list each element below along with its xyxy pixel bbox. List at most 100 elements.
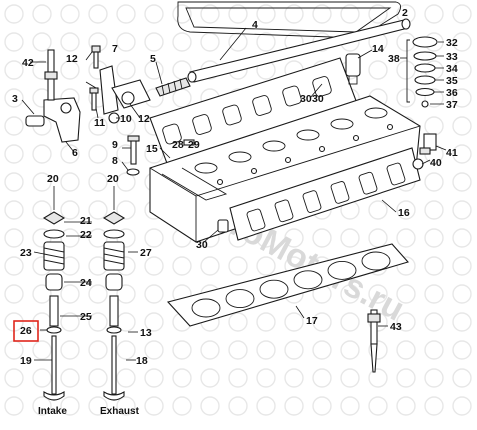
callout-36: 36	[446, 87, 458, 99]
watermark-mark	[32, 368, 52, 388]
watermark-mark	[452, 340, 472, 360]
watermark-mark	[4, 88, 24, 108]
injector-sleeve	[345, 53, 361, 85]
callout-6: 6	[72, 147, 78, 159]
callout-38: 38	[388, 53, 400, 65]
watermark-mark	[88, 144, 108, 164]
watermark-mark	[172, 368, 192, 388]
head-port	[364, 107, 388, 119]
watermark-mark	[396, 88, 416, 108]
head-gasket-bores	[191, 251, 391, 318]
watermark-mark	[284, 368, 304, 388]
watermark-mark	[4, 32, 24, 52]
watermark-mark	[172, 4, 192, 24]
exhaust-valve-assembly	[102, 211, 126, 401]
label-intake: Intake	[38, 406, 67, 417]
watermark-mark	[256, 32, 276, 52]
watermark-mark	[116, 340, 136, 360]
head-bolt-hole	[318, 145, 326, 153]
watermark-mark	[144, 368, 164, 388]
watermark-mark	[368, 200, 388, 220]
leader-lines	[21, 27, 447, 361]
watermark-mark	[452, 172, 472, 192]
watermark-mark	[452, 396, 472, 416]
watermark-mark	[424, 228, 444, 248]
watermark-mark	[60, 144, 80, 164]
watermark-mark	[144, 312, 164, 332]
watermark-mark	[396, 60, 416, 80]
watermark-mark	[32, 144, 52, 164]
watermark-mark	[60, 312, 80, 332]
watermark-mark	[424, 116, 444, 136]
head-port	[194, 162, 218, 174]
watermark-mark	[228, 312, 248, 332]
watermark-mark	[60, 4, 80, 24]
watermark-mark	[284, 340, 304, 360]
watermark-mark	[60, 284, 80, 304]
watermark-mark	[88, 200, 108, 220]
watermark-mark	[32, 284, 52, 304]
watermark-mark	[144, 4, 164, 24]
intake-port	[246, 208, 266, 232]
watermark-mark	[256, 4, 276, 24]
callout-30: 30	[196, 239, 208, 251]
callout-15: 15	[146, 143, 158, 155]
watermark-mark	[340, 396, 360, 416]
head-bolt-hole	[352, 134, 360, 142]
exhaust-port	[312, 76, 332, 97]
watermark-mark	[32, 396, 52, 416]
watermark-mark	[228, 340, 248, 360]
callout-10: 10	[120, 113, 132, 125]
callout-28: 28	[172, 139, 184, 151]
bracket-bolt	[91, 45, 101, 69]
head-bolt-hole	[216, 178, 224, 186]
watermark-mark	[284, 4, 304, 24]
watermark-mark	[340, 368, 360, 388]
watermark-mark	[116, 4, 136, 24]
intake-manifold-gasket	[229, 147, 421, 241]
watermark-mark	[228, 368, 248, 388]
watermark-mark	[32, 32, 52, 52]
watermark-mark	[60, 200, 80, 220]
watermark-mark	[200, 340, 220, 360]
callout-12: 12	[66, 53, 78, 65]
watermark-mark	[452, 368, 472, 388]
watermark-mark	[172, 32, 192, 52]
watermark-mark	[424, 396, 444, 416]
watermark-mark	[200, 368, 220, 388]
callout-41: 41	[446, 147, 458, 159]
head-gasket	[166, 243, 409, 327]
watermark-mark	[88, 228, 108, 248]
callout-4: 4	[252, 19, 258, 31]
glow-plug	[367, 309, 381, 373]
watermark-mark	[340, 312, 360, 332]
watermark-mark	[424, 368, 444, 388]
callout-18: 18	[136, 355, 148, 367]
small-bolt	[183, 139, 195, 146]
watermark-mark	[256, 312, 276, 332]
watermark-mark	[200, 396, 220, 416]
callout-26: 26	[20, 325, 32, 337]
watermark-mark	[172, 88, 192, 108]
watermark-mark	[312, 312, 332, 332]
watermark-mark	[116, 396, 136, 416]
watermark-mark	[32, 340, 52, 360]
callout-labels: 2 3 4 5 6 7 8 9 10 11 12 12 13 14 15 16 …	[12, 7, 458, 367]
watermark-mark	[368, 4, 388, 24]
watermark-mark	[284, 396, 304, 416]
dowel-pin	[217, 219, 229, 233]
callout-11: 11	[94, 117, 105, 129]
watermark-mark	[340, 228, 360, 248]
watermark-mark	[144, 228, 164, 248]
watermark-mark	[60, 228, 80, 248]
watermark-mark	[312, 396, 332, 416]
temperature-sender	[412, 133, 437, 170]
watermark-mark	[88, 312, 108, 332]
adjusting-screw	[44, 49, 58, 101]
watermark-mark	[4, 4, 24, 24]
watermark-mark	[228, 4, 248, 24]
watermark-mark	[368, 340, 388, 360]
callout-16: 16	[398, 207, 410, 219]
callout-43: 43	[390, 321, 402, 333]
